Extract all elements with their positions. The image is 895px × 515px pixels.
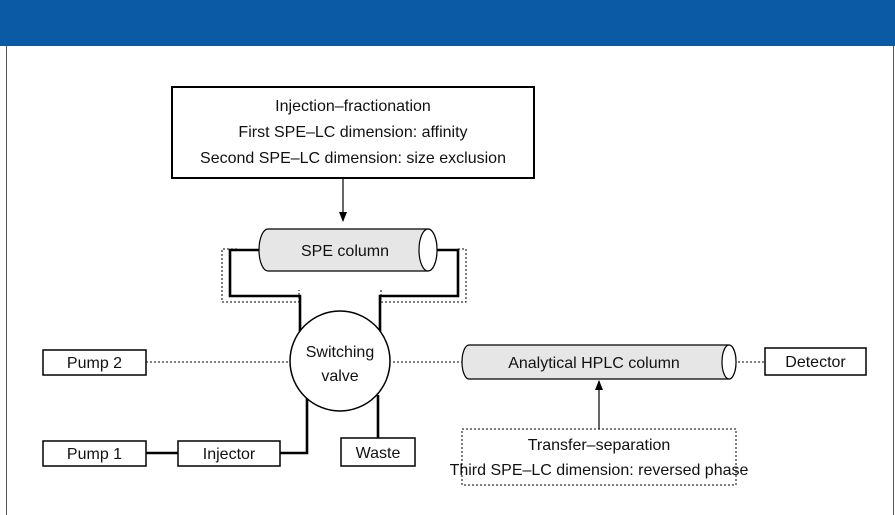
- first-dimension-label: First SPE–LC dimension: affinity: [238, 124, 467, 141]
- transfer-title: Transfer–separation: [528, 437, 671, 454]
- spe-left-pipe: [228, 248, 302, 335]
- detector-label: Detector: [785, 354, 846, 371]
- diagram-panel: [6, 46, 894, 515]
- pump1-box: Pump 1: [42, 440, 147, 467]
- injection-fractionation-box: Injection–fractionation First SPE–LC dim…: [171, 86, 535, 179]
- pump2-label: Pump 2: [67, 355, 122, 372]
- valve-label-line1: Switching: [306, 344, 374, 361]
- injection-title: Injection–fractionation: [275, 98, 431, 115]
- analytical-column-label: Analytical HPLC column: [508, 355, 680, 372]
- third-dimension-label: Third SPE–LC dimension: reversed phase: [450, 462, 749, 479]
- valve-injector-pipe: [280, 389, 309, 455]
- detector-box: Detector: [764, 347, 867, 376]
- transfer-separation-box: Transfer–separation Third SPE–LC dimensi…: [450, 428, 749, 486]
- second-dimension-label: Second SPE–LC dimension: size exclusion: [200, 150, 506, 167]
- waste-label: Waste: [356, 445, 401, 462]
- waste-box: Waste: [340, 437, 416, 467]
- pump1-label: Pump 1: [67, 446, 122, 463]
- injector-label: Injector: [203, 446, 256, 463]
- switching-valve: Switching valve: [289, 310, 391, 412]
- header-banner: [0, 0, 895, 46]
- spe-right-pipe: [378, 248, 460, 335]
- pump2-box: Pump 2: [42, 349, 147, 376]
- valve-label-line2: valve: [321, 368, 358, 385]
- injector-box: Injector: [177, 440, 281, 467]
- spe-column-label: SPE column: [301, 243, 389, 260]
- spe-column: SPE column: [258, 228, 438, 272]
- analytical-hplc-column: Analytical HPLC column: [461, 344, 737, 380]
